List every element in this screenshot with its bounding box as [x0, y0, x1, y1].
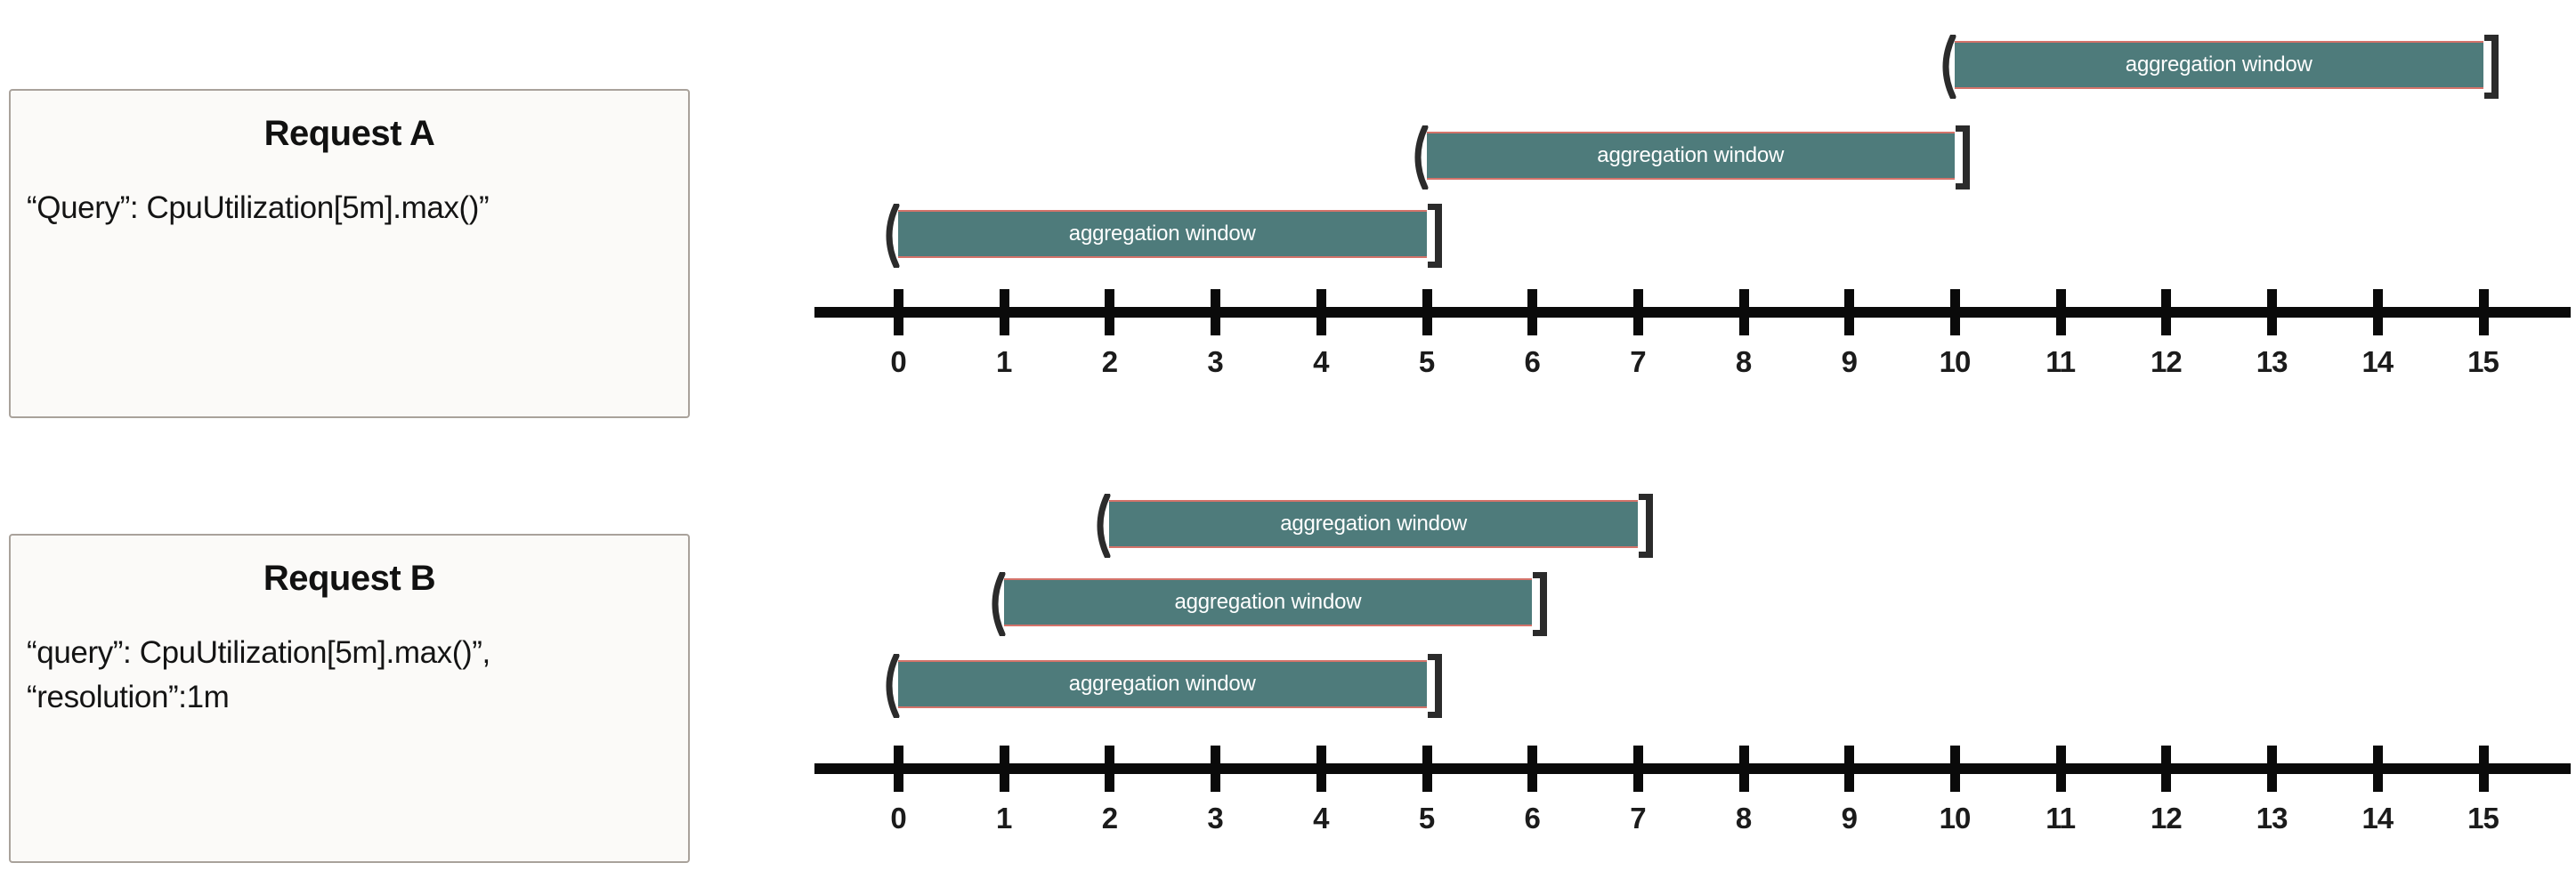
axis-tick-label-a-14: 14: [2361, 345, 2394, 378]
left-paren-bracket-icon: [879, 654, 902, 718]
request-b-query-text: “query”: CpuUtilization[5m].max()”, “res…: [27, 635, 490, 714]
axis-tick-a-2: [1105, 289, 1115, 335]
axis-tick-label-a-10: 10: [1939, 345, 1972, 378]
axis-tick-a-8: [1738, 289, 1749, 335]
axis-tick-a-11: [2055, 289, 2066, 335]
right-square-bracket-icon: [1951, 125, 1973, 190]
axis-tick-a-15: [2478, 289, 2489, 335]
axis-tick-a-1: [999, 289, 1009, 335]
left-paren-bracket-icon: [1407, 125, 1430, 190]
request-a-box: Request A “Query”: CpuUtilization[5m].ma…: [9, 89, 690, 418]
left-paren-bracket-icon: [879, 204, 902, 268]
axis-tick-label-b-1: 1: [996, 802, 1012, 835]
axis-tick-b-5: [1422, 746, 1432, 792]
axis-tick-b-9: [1844, 746, 1855, 792]
aggregation-window-b-2: aggregation window: [992, 572, 1548, 636]
left-paren-bracket-icon: [1090, 494, 1113, 558]
axis-tick-b-14: [2372, 746, 2383, 792]
axis-tick-label-a-5: 5: [1418, 345, 1435, 378]
aggregation-window-label: aggregation window: [1174, 590, 1362, 614]
axis-tick-a-12: [2161, 289, 2172, 335]
axis-tick-label-a-13: 13: [2256, 345, 2288, 378]
axis-tick-b-2: [1105, 746, 1115, 792]
axis-tick-label-a-9: 9: [1841, 345, 1858, 378]
axis-tick-b-6: [1527, 746, 1538, 792]
left-paren-bracket-icon: [1935, 35, 1958, 99]
axis-tick-label-a-8: 8: [1735, 345, 1752, 378]
axis-tick-label-a-12: 12: [2151, 345, 2183, 378]
axis-tick-label-a-1: 1: [996, 345, 1012, 378]
aggregation-window-b-1: aggregation window: [1097, 494, 1653, 558]
axis-line-a: [814, 307, 2571, 318]
axis-tick-label-a-3: 3: [1207, 345, 1223, 378]
axis-tick-label-b-13: 13: [2256, 802, 2288, 835]
axis-tick-a-7: [1632, 289, 1643, 335]
axis-tick-a-13: [2267, 289, 2278, 335]
aggregation-window-a-1: aggregation window: [1942, 35, 2499, 99]
axis-tick-label-b-2: 2: [1101, 802, 1118, 835]
left-paren-bracket-icon: [984, 572, 1008, 636]
axis-tick-a-10: [1950, 289, 1960, 335]
aggregation-window-label: aggregation window: [1597, 143, 1785, 167]
axis-tick-b-11: [2055, 746, 2066, 792]
aggregation-window-a-2: aggregation window: [1414, 125, 1970, 190]
request-b-box: Request B “query”: CpuUtilization[5m].ma…: [9, 534, 690, 863]
axis-tick-label-b-3: 3: [1207, 802, 1223, 835]
aggregation-window-label: aggregation window: [1068, 222, 1256, 246]
right-square-bracket-icon: [1634, 494, 1656, 558]
axis-tick-label-b-4: 4: [1313, 802, 1329, 835]
request-b-title: Request B: [263, 559, 436, 598]
aggregation-window-b-3: aggregation window: [886, 654, 1442, 718]
aggregation-window-label: aggregation window: [2125, 52, 2313, 77]
axis-tick-label-b-8: 8: [1735, 802, 1752, 835]
axis-tick-label-a-11: 11: [2045, 345, 2076, 378]
axis-tick-a-3: [1211, 289, 1221, 335]
axis-tick-a-14: [2372, 289, 2383, 335]
axis-tick-b-1: [999, 746, 1009, 792]
axis-tick-a-4: [1316, 289, 1326, 335]
axis-tick-a-6: [1527, 289, 1538, 335]
request-a-query-text: “Query”: CpuUtilization[5m].max()”: [27, 190, 490, 225]
axis-tick-b-15: [2478, 746, 2489, 792]
axis-tick-a-0: [894, 289, 903, 335]
axis-tick-b-7: [1632, 746, 1643, 792]
axis-tick-label-b-0: 0: [890, 802, 906, 835]
axis-tick-label-b-12: 12: [2151, 802, 2183, 835]
axis-tick-a-9: [1844, 289, 1855, 335]
axis-tick-label-a-0: 0: [890, 345, 906, 378]
axis-tick-label-b-10: 10: [1939, 802, 1972, 835]
axis-tick-b-4: [1316, 746, 1326, 792]
right-square-bracket-icon: [1423, 654, 1445, 718]
axis-tick-label-a-7: 7: [1630, 345, 1646, 378]
aggregation-window-a-3: aggregation window: [886, 204, 1442, 268]
right-square-bracket-icon: [2480, 35, 2501, 99]
axis-tick-b-8: [1738, 746, 1749, 792]
axis-tick-a-5: [1422, 289, 1432, 335]
axis-tick-label-b-14: 14: [2361, 802, 2394, 835]
axis-tick-label-a-6: 6: [1524, 345, 1541, 378]
right-square-bracket-icon: [1423, 204, 1445, 268]
axis-tick-label-b-11: 11: [2045, 802, 2076, 835]
axis-tick-b-10: [1950, 746, 1960, 792]
axis-tick-label-b-15: 15: [2467, 802, 2499, 835]
aggregation-window-label: aggregation window: [1280, 512, 1468, 536]
axis-line-b: [814, 763, 2571, 774]
axis-tick-label-b-7: 7: [1630, 802, 1646, 835]
axis-tick-b-13: [2267, 746, 2278, 792]
axis-tick-b-12: [2161, 746, 2172, 792]
aggregation-window-label: aggregation window: [1068, 672, 1256, 696]
request-a-title: Request A: [263, 114, 435, 153]
axis-tick-b-0: [894, 746, 903, 792]
axis-tick-label-b-6: 6: [1524, 802, 1541, 835]
axis-tick-label-a-2: 2: [1101, 345, 1118, 378]
axis-tick-b-3: [1211, 746, 1221, 792]
right-square-bracket-icon: [1528, 572, 1550, 636]
axis-tick-label-b-9: 9: [1841, 802, 1858, 835]
axis-tick-label-a-4: 4: [1313, 345, 1329, 378]
axis-tick-label-b-5: 5: [1418, 802, 1435, 835]
axis-tick-label-a-15: 15: [2467, 345, 2499, 378]
